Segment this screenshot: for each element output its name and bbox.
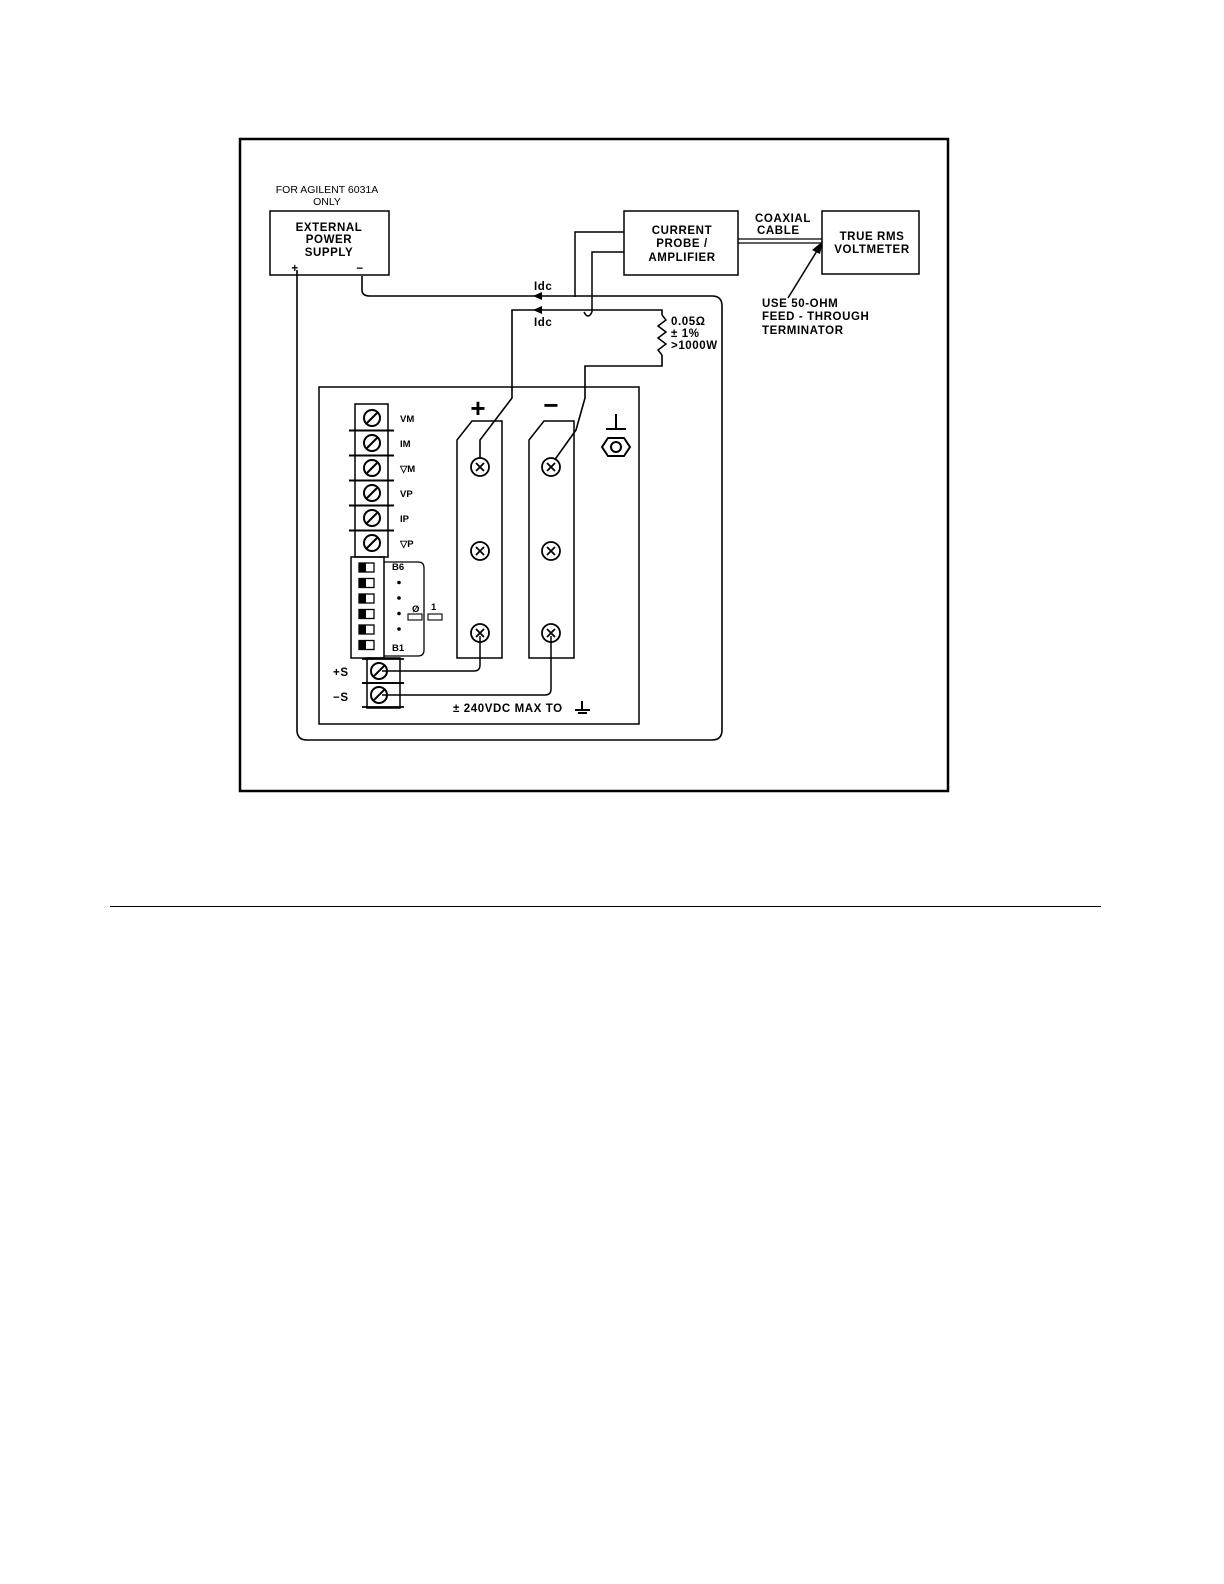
terminal-screw-icon xyxy=(364,485,380,501)
page-divider xyxy=(110,906,1101,907)
terminal-label-gnd-p: ▽P xyxy=(399,539,414,550)
terminal-screw-icon xyxy=(364,535,380,551)
terminal-label-vm: VM xyxy=(400,414,414,425)
dip-switch-toggle xyxy=(359,563,374,572)
idc-top-arrow xyxy=(533,292,542,300)
dip-switch-toggle xyxy=(359,641,374,650)
current-probe-amplifier: CURRENT PROBE / AMPLIFIER xyxy=(624,211,738,275)
terminator-line1: USE 50-OHM xyxy=(762,298,838,310)
screw-icon xyxy=(542,458,560,476)
coaxial-cable: COAXIAL CABLE xyxy=(738,213,822,243)
screw-icon xyxy=(471,458,489,476)
dip-switch-toggle xyxy=(359,579,374,588)
terminal-label-im: IM xyxy=(400,439,411,450)
probe-line3: AMPLIFIER xyxy=(648,252,715,264)
max-rating-label: ± 240VDC MAX TO xyxy=(453,703,563,715)
terminal-screw-icon xyxy=(364,410,380,426)
sense-plus-label: +S xyxy=(333,667,349,679)
ext-supply-line3: SUPPLY xyxy=(305,247,354,259)
idc-bottom-label: Idc xyxy=(534,317,552,329)
negative-bus-bar xyxy=(529,421,574,658)
shunt-resistor xyxy=(658,315,666,355)
switch-top-label: B6 xyxy=(392,562,404,573)
probe-line2: PROBE / xyxy=(656,238,708,250)
dip-switch: B6 B1 Ø 1 xyxy=(351,557,442,658)
resistor-line3: >1000W xyxy=(671,340,718,352)
output-plus-label: + xyxy=(470,393,485,423)
switch-bottom-label: B1 xyxy=(392,643,405,654)
terminal-screw-icon xyxy=(364,435,380,451)
probe-leads xyxy=(575,232,624,316)
dip-switch-toggle xyxy=(359,610,374,619)
dip-switch-toggle xyxy=(359,625,374,634)
ext-supply-minus: − xyxy=(356,263,363,275)
probe-line1: CURRENT xyxy=(652,225,712,237)
terminal-screw-icon xyxy=(364,510,380,526)
terminator-line3: TERMINATOR xyxy=(762,325,844,337)
sense-minus-label: −S xyxy=(333,692,349,704)
idc-top-label: Idc xyxy=(534,281,552,293)
voltmeter-line2: VOLTMETER xyxy=(834,244,910,256)
note-line1: FOR AGILENT 6031A xyxy=(276,184,379,196)
true-rms-voltmeter: TRUE RMS VOLTMETER xyxy=(822,211,919,274)
terminal-label-gnd-m: ▽M xyxy=(399,464,415,475)
screw-icon xyxy=(471,542,489,560)
terminator-line2: FEED - THROUGH xyxy=(762,311,869,323)
resistor-line2: ± 1% xyxy=(671,328,700,340)
coax-line1: COAXIAL xyxy=(755,213,811,225)
external-power-supply: EXTERNAL POWER SUPPLY + − xyxy=(270,211,389,275)
sense-terminals xyxy=(362,658,404,708)
ground-icon xyxy=(575,701,590,713)
output-minus-label: − xyxy=(543,390,558,420)
switch-one-label: 1 xyxy=(431,602,437,613)
ext-supply-line1: EXTERNAL xyxy=(296,222,363,234)
switch-zero-label: Ø xyxy=(412,604,419,615)
resistor-line1: 0.05Ω xyxy=(671,316,706,328)
screw-icon xyxy=(542,542,560,560)
terminal-label-ip: IP xyxy=(400,514,410,525)
ext-supply-line2: POWER xyxy=(306,234,353,246)
chassis-ground-icon xyxy=(602,414,630,456)
terminal-label-vp: VP xyxy=(400,489,413,500)
sense-wires xyxy=(382,636,551,695)
dip-switch-toggle xyxy=(359,594,374,603)
bus-bar-screws xyxy=(471,458,560,642)
terminal-strip xyxy=(349,404,394,557)
terminal-screw-icon xyxy=(364,460,380,476)
note-line2: ONLY xyxy=(313,196,341,208)
voltmeter-line1: TRUE RMS xyxy=(840,231,905,243)
coax-line2: CABLE xyxy=(757,225,800,237)
